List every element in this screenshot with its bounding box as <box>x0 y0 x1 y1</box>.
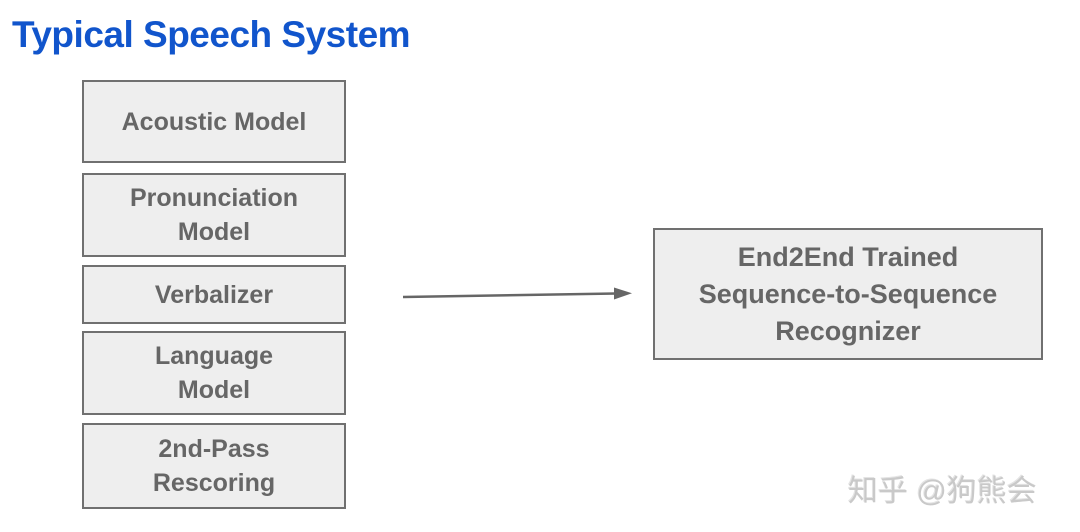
box-label-language-model: Language Model <box>154 342 274 404</box>
box-label-end2end-recognizer: End2End Trained Sequence-to-Sequence Rec… <box>698 241 998 346</box>
diagram-box-end2end-recognizer: End2End Trained Sequence-to-Sequence Rec… <box>653 228 1043 360</box>
diagram-box-acoustic-model: Acoustic Model <box>82 80 346 163</box>
watermark: 知乎 @狗熊会 <box>848 475 1037 508</box>
diagram-box-2nd-pass-rescoring: 2nd-Pass Rescoring <box>82 423 346 509</box>
box-label-verbalizer: Verbalizer <box>154 280 274 309</box>
slide-title: Typical Speech System <box>12 14 411 55</box>
box-label-acoustic-model: Acoustic Model <box>121 107 307 136</box>
diagram-box-pronunciation-model: Pronunciation Model <box>82 173 346 257</box>
box-label-pronunciation-model: Pronunciation Model <box>129 184 299 246</box>
box-label-2nd-pass-rescoring: 2nd-Pass Rescoring <box>152 435 276 497</box>
right-arrow-icon <box>402 287 632 300</box>
diagram-box-language-model: Language Model <box>82 331 346 415</box>
diagram-box-verbalizer: Verbalizer <box>82 265 346 324</box>
